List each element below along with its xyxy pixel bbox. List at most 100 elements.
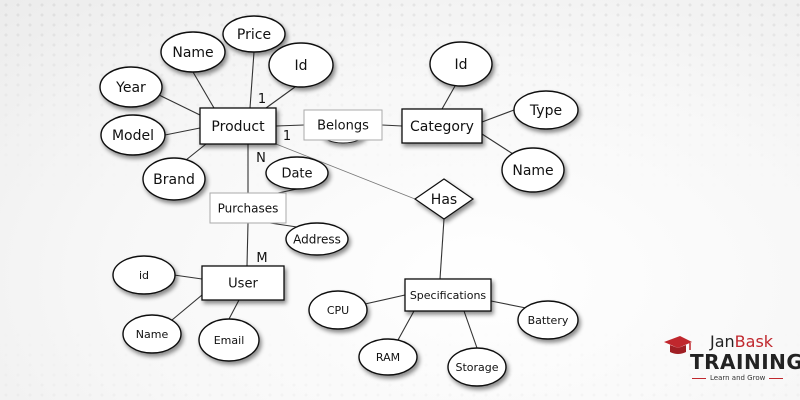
attribute-product-id: Id: [268, 42, 334, 88]
connector-purchases-user: [246, 222, 249, 267]
connector-specifications-spec-storage: [463, 310, 478, 349]
cardinality-label: M: [256, 251, 267, 266]
attribute-spec-cpu: CPU: [308, 290, 368, 330]
ellipse-shape: [222, 15, 286, 53]
product-price-label: Price: [237, 27, 271, 43]
ellipse-shape: [142, 157, 206, 201]
ellipse-shape: [112, 255, 176, 295]
product-model-label: Model: [112, 128, 154, 144]
attribute-product-model: Model: [100, 114, 166, 156]
purchases-label: Purchases: [218, 201, 279, 215]
ellipse-shape: [513, 90, 579, 130]
has-label: Has: [431, 192, 457, 208]
category-name-label: Name: [512, 163, 553, 179]
connector-product-product-price: [249, 51, 255, 109]
logo-training-word: TRAINING: [690, 350, 800, 374]
attribute-user-id: id: [112, 255, 176, 295]
product-brand-label: Brand: [153, 172, 195, 188]
connector-specifications-spec-battery: [490, 300, 527, 309]
logo-tagline: Learn and Grow: [691, 374, 784, 382]
ellipse-shape: [517, 300, 579, 340]
belongs-label: Belongs: [317, 119, 369, 134]
attribute-category-type: Type: [513, 90, 579, 130]
product-name-label: Name: [172, 45, 213, 61]
product-id-label: Id: [294, 58, 307, 74]
category-id-label: Id: [454, 57, 467, 73]
attribute-purchases-date: Date: [265, 156, 329, 190]
logo-brand-first: Jan: [710, 332, 735, 351]
attribute-product-year: Year: [99, 66, 163, 108]
connector-user-user-id: [173, 274, 203, 280]
connector-product-product-name: [192, 71, 215, 109]
entity-user: User: [201, 265, 285, 301]
attribute-user-name: Name: [122, 314, 182, 354]
logo-brand-second: Bask: [734, 332, 774, 351]
attribute-product-brand: Brand: [142, 157, 206, 201]
product-year-label: Year: [115, 80, 146, 96]
product-label: Product: [211, 119, 265, 135]
ellipse-shape: [99, 66, 163, 108]
graduation-cap-icon: [664, 336, 692, 354]
attribute-product-price: Price: [222, 15, 286, 53]
attribute-spec-ram: RAM: [358, 338, 418, 376]
connector-purchases-purchases-address: [269, 222, 298, 228]
connector-category-category-type: [481, 109, 515, 123]
user-label: User: [228, 277, 258, 292]
entity-product: Product: [199, 107, 277, 145]
connector-product-product-brand: [185, 143, 207, 161]
rect-shape: [209, 192, 287, 224]
ellipse-shape: [160, 31, 226, 73]
purchases-date-label: Date: [281, 167, 312, 182]
ellipse-shape: [501, 147, 565, 193]
connector-has-specifications: [439, 218, 445, 280]
category-label: Category: [410, 119, 474, 135]
ellipse-shape: [285, 222, 349, 256]
ellipse-shape: [447, 347, 507, 387]
diamond-shape: [413, 178, 475, 220]
relationship-belongs: Belongs: [303, 109, 383, 141]
ellipse-shape: [198, 318, 260, 362]
spec-ram-label: RAM: [376, 351, 400, 364]
attribute-product-name: Name: [160, 31, 226, 73]
connector-lines: [158, 51, 527, 349]
cardinality-label: 1: [258, 92, 266, 107]
connector-specifications-spec-ram: [397, 310, 415, 341]
rect-shape: [303, 109, 383, 141]
connector-product-product-year: [158, 94, 203, 117]
rect-shape: [401, 108, 483, 144]
connector-specifications-spec-cpu: [364, 294, 406, 305]
rect-shape: [201, 265, 285, 301]
janbask-training-logo: JanBask TRAINING Learn and Grow: [662, 330, 800, 396]
cardinality-label: N: [256, 151, 266, 166]
rect-shape: [199, 107, 277, 145]
connector-product-product-model: [164, 127, 201, 136]
connector-purchases-purchases-date: [277, 188, 298, 194]
attribute-user-email: Email: [198, 318, 260, 362]
connector-belongs-category: [381, 124, 403, 127]
ellipse-shape: [122, 314, 182, 354]
connector-category-category-id: [441, 85, 456, 110]
spec-battery-label: Battery: [528, 314, 569, 327]
relationship-purchases: Purchases: [209, 192, 287, 224]
connector-product-product-id: [265, 86, 296, 109]
connector-user-user-name: [171, 294, 203, 321]
ellipse-shape: [429, 41, 493, 87]
attribute-category-id: Id: [429, 41, 493, 87]
connector-product-has: [275, 143, 416, 200]
connector-product-belongs: [275, 124, 305, 127]
connector-user-user-email: [228, 299, 240, 320]
attribute-spec-storage: Storage: [447, 347, 507, 387]
purchases-address-label: Address: [293, 232, 341, 246]
attribute-spec-battery: Battery: [517, 300, 579, 340]
entity-category: Category: [401, 108, 483, 144]
ellipse-shape: [268, 42, 334, 88]
connector-category-category-name: [481, 133, 514, 155]
user-email-label: Email: [214, 334, 245, 347]
category-type-label: Type: [529, 103, 562, 119]
ellipse-shape: [358, 338, 418, 376]
specifications-label: Specifications: [410, 289, 487, 302]
user-name-label: Name: [136, 328, 169, 341]
ellipse-shape: [265, 156, 329, 190]
ellipse-shape: [100, 114, 166, 156]
